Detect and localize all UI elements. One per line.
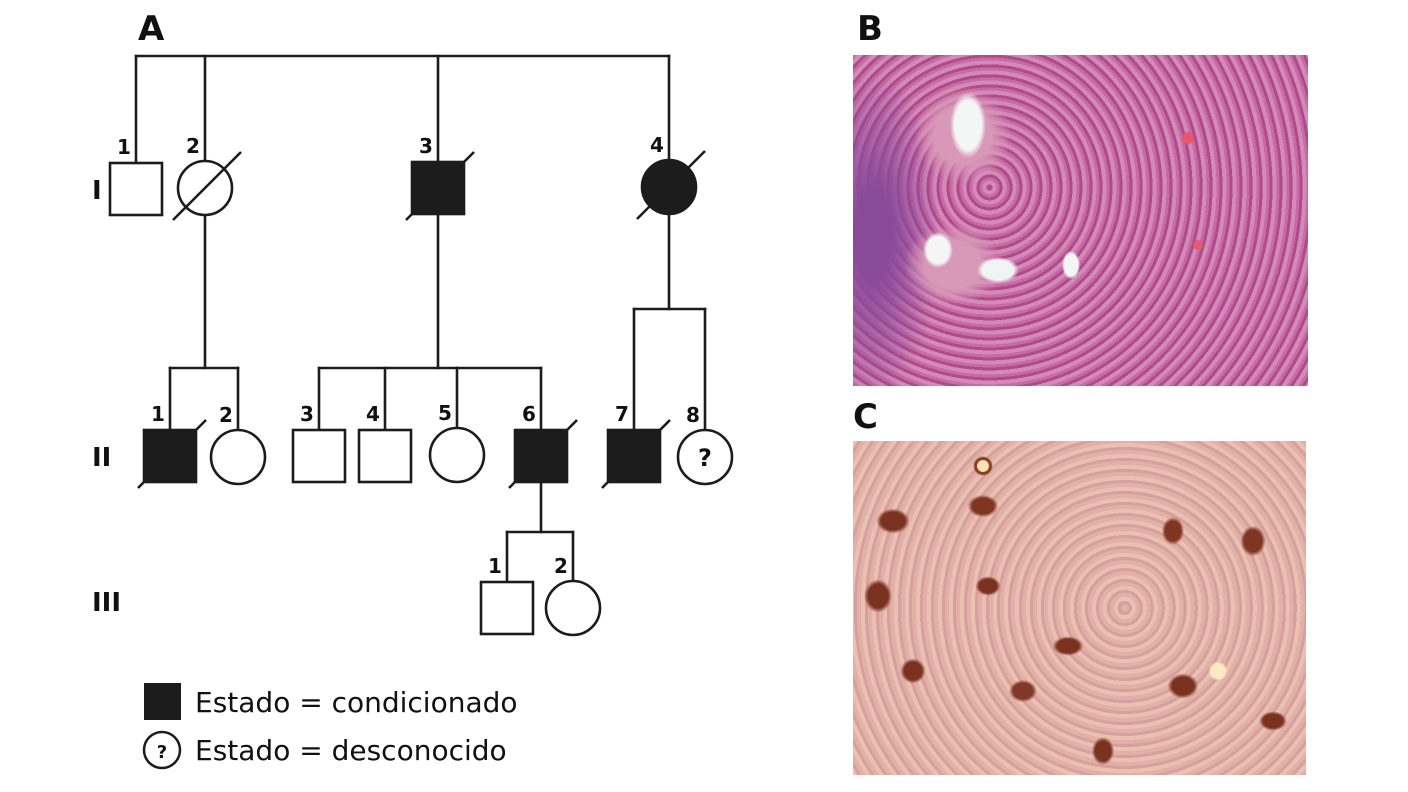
individual-i-3: 3 bbox=[405, 134, 475, 221]
pedigree-lines bbox=[134, 54, 707, 584]
legend: Estado = condicionado ? Estado = descono… bbox=[142, 683, 518, 770]
individual-i-4: 4 bbox=[636, 133, 706, 220]
legend-item-unknown: ? Estado = desconocido bbox=[142, 730, 507, 770]
male-square-icon bbox=[108, 161, 164, 217]
individual-number: 6 bbox=[522, 402, 536, 426]
individual-number: 2 bbox=[186, 134, 200, 158]
individual-i-2: 2 bbox=[172, 134, 242, 221]
deceased-slash-icon bbox=[172, 151, 242, 221]
deceased-slash-icon bbox=[405, 151, 475, 221]
legend-item-affected: Estado = condicionado bbox=[144, 683, 518, 720]
individual-number: 1 bbox=[488, 554, 502, 578]
deceased-slash-icon bbox=[601, 419, 671, 489]
histology-image-ihc bbox=[853, 441, 1306, 775]
individual-number: 4 bbox=[650, 133, 664, 157]
individual-number: 7 bbox=[615, 402, 629, 426]
generation-label-ii: II bbox=[92, 443, 111, 473]
female-circle-icon bbox=[676, 428, 734, 486]
panel-label-a: A bbox=[138, 9, 165, 49]
female-circle-icon bbox=[428, 426, 486, 484]
individual-ii-3: 3 bbox=[291, 402, 347, 484]
individual-number: 5 bbox=[438, 401, 452, 425]
panel-label-c: C bbox=[853, 397, 878, 437]
individual-ii-8: ?8 bbox=[676, 403, 734, 486]
filled-square-icon bbox=[144, 683, 181, 720]
individual-number: 1 bbox=[117, 135, 131, 159]
histology-image-he bbox=[853, 55, 1308, 386]
panel-label-b: B bbox=[857, 9, 883, 49]
generation-label-i: I bbox=[92, 176, 102, 206]
individual-ii-6: 6 bbox=[508, 402, 578, 489]
generation-labels: I II III bbox=[92, 176, 121, 618]
individual-iii-1: 1 bbox=[479, 554, 535, 636]
legend-question-mark: ? bbox=[157, 742, 167, 763]
individual-iii-2: 2 bbox=[544, 554, 602, 637]
deceased-slash-icon bbox=[636, 150, 706, 220]
unknown-status-mark: ? bbox=[698, 444, 712, 472]
individual-ii-5: 5 bbox=[428, 401, 486, 484]
individual-number: 1 bbox=[151, 402, 165, 426]
individual-number: 8 bbox=[686, 403, 700, 427]
male-square-icon bbox=[291, 428, 347, 484]
deceased-slash-icon bbox=[137, 419, 207, 489]
individual-ii-7: 7 bbox=[601, 402, 671, 489]
male-square-icon bbox=[479, 580, 535, 636]
individual-ii-1: 1 bbox=[137, 402, 207, 489]
legend-label-unknown: Estado = desconocido bbox=[195, 734, 507, 767]
individual-number: 3 bbox=[419, 134, 433, 158]
generation-label-iii: III bbox=[92, 588, 121, 618]
individual-ii-4: 4 bbox=[357, 402, 413, 484]
individual-i-1: 1 bbox=[108, 135, 164, 217]
legend-label-affected: Estado = condicionado bbox=[195, 686, 518, 719]
individual-number: 2 bbox=[554, 554, 568, 578]
female-circle-icon bbox=[209, 428, 267, 486]
individual-number: 3 bbox=[300, 402, 314, 426]
female-circle-icon bbox=[544, 579, 602, 637]
individual-ii-2: 2 bbox=[209, 403, 267, 486]
male-square-icon bbox=[357, 428, 413, 484]
deceased-slash-icon bbox=[508, 419, 578, 489]
individual-number: 4 bbox=[366, 402, 380, 426]
individual-number: 2 bbox=[219, 403, 233, 427]
question-circle-icon bbox=[142, 730, 182, 770]
